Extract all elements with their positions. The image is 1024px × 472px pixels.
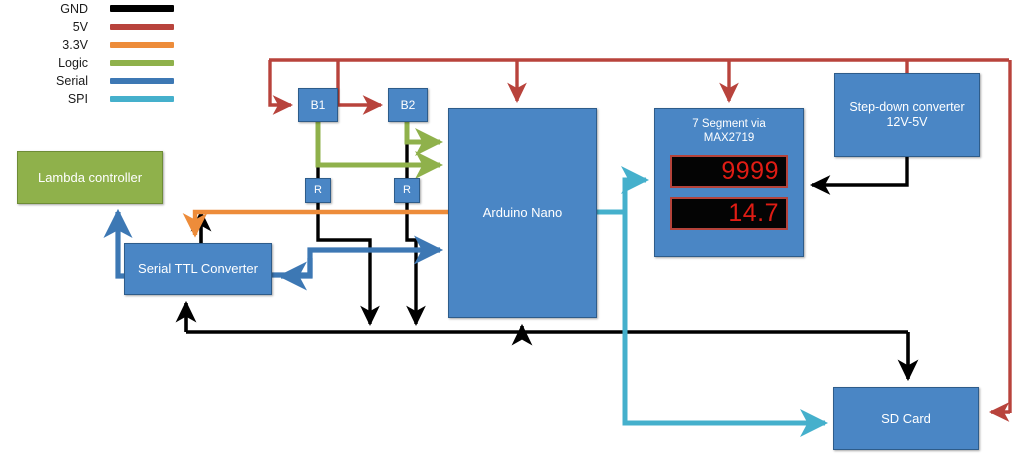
wire-spi-to-sdcard xyxy=(622,212,828,437)
node-serial-ttl-converter[interactable]: Serial TTL Converter xyxy=(124,243,272,295)
node-label-arduino-nano: Arduino Nano xyxy=(482,205,563,221)
wire-gnd-b2-down xyxy=(405,202,426,327)
legend-item-spi: SPI xyxy=(0,90,200,108)
node-seven-segment-display[interactable]: 7 Segment via MAX2719 9999 14.7 xyxy=(654,108,804,257)
wire-logic-b2-to-arduino xyxy=(404,122,443,156)
node-label-seven-segment: 7 Segment via MAX2719 xyxy=(692,118,766,146)
node-resistor-r1[interactable]: R xyxy=(305,178,331,203)
node-label-resistor-r2: R xyxy=(403,183,411,196)
node-lambda-controller[interactable]: Lambda controller xyxy=(17,151,163,204)
legend-label-logic: Logic xyxy=(58,56,88,70)
node-label-lambda-controller: Lambda controller xyxy=(37,169,143,185)
seven-segment-title-line2: MAX2719 xyxy=(703,131,755,144)
seven-segment-readout-bottom: 14.7 xyxy=(670,196,788,230)
legend-swatch-serial xyxy=(110,78,174,84)
node-label-resistor-r1: R xyxy=(314,183,322,196)
legend-label-3v3: 3.3V xyxy=(62,38,88,52)
stepdown-label-line2: 12V-5V xyxy=(886,115,928,129)
wire-logic-b1-to-arduino xyxy=(315,122,443,179)
legend-label-spi: SPI xyxy=(67,92,88,106)
node-stepdown-converter[interactable]: Step-down converter 12V-5V xyxy=(834,73,980,157)
seven-segment-value-bottom: 14.7 xyxy=(728,199,779,228)
legend-label-5v: 5V xyxy=(72,20,88,34)
legend-item-3v3: 3.3V xyxy=(0,36,200,54)
wire-5v-to-b1 xyxy=(268,60,294,115)
wire-gnd-b1-down xyxy=(316,202,380,327)
wire-spi-to-seven-segment xyxy=(621,166,649,212)
stepdown-label-line1: Step-down converter xyxy=(849,100,965,114)
node-button-b1[interactable]: B1 xyxy=(298,88,338,122)
legend-item-5v: 5V xyxy=(0,18,200,36)
seven-segment-title-line1: 7 Segment via xyxy=(692,118,766,130)
legend-item-serial: Serial xyxy=(0,72,200,90)
wire-gnd-stepdown-to-seven-segment xyxy=(809,157,909,195)
seven-segment-readout-top: 9999 xyxy=(670,154,788,188)
legend-swatch-3v3 xyxy=(110,42,174,48)
legend-label-gnd: GND xyxy=(60,2,88,16)
legend-label-serial: Serial xyxy=(56,74,88,88)
legend-item-gnd: GND xyxy=(0,0,200,18)
node-label-stepdown-converter: Step-down converter 12V-5V xyxy=(849,100,964,130)
wire-3v3-arduino-to-ttl xyxy=(182,209,448,238)
node-label-serial-ttl-converter: Serial TTL Converter xyxy=(138,261,258,277)
node-label-sd-card: SD Card xyxy=(881,410,931,426)
node-label-button-b1: B1 xyxy=(310,97,326,112)
legend-item-logic: Logic xyxy=(0,54,200,72)
node-sd-card[interactable]: SD Card xyxy=(833,387,979,450)
node-button-b2[interactable]: B2 xyxy=(388,88,428,122)
node-arduino-nano[interactable]: Arduino Nano xyxy=(448,108,597,318)
legend-swatch-gnd xyxy=(110,5,174,12)
legend: GND 5V 3.3V Logic Serial SPI xyxy=(0,0,200,108)
legend-swatch-spi xyxy=(110,96,174,102)
legend-swatch-logic xyxy=(110,60,174,66)
wire-5v-to-b2 xyxy=(336,61,384,115)
seven-segment-value-top: 9999 xyxy=(721,157,779,186)
legend-swatch-5v xyxy=(110,24,174,30)
node-label-button-b2: B2 xyxy=(400,97,416,112)
wire-serial-arduino-to-ttl xyxy=(277,258,313,291)
node-resistor-r2[interactable]: R xyxy=(394,178,420,203)
